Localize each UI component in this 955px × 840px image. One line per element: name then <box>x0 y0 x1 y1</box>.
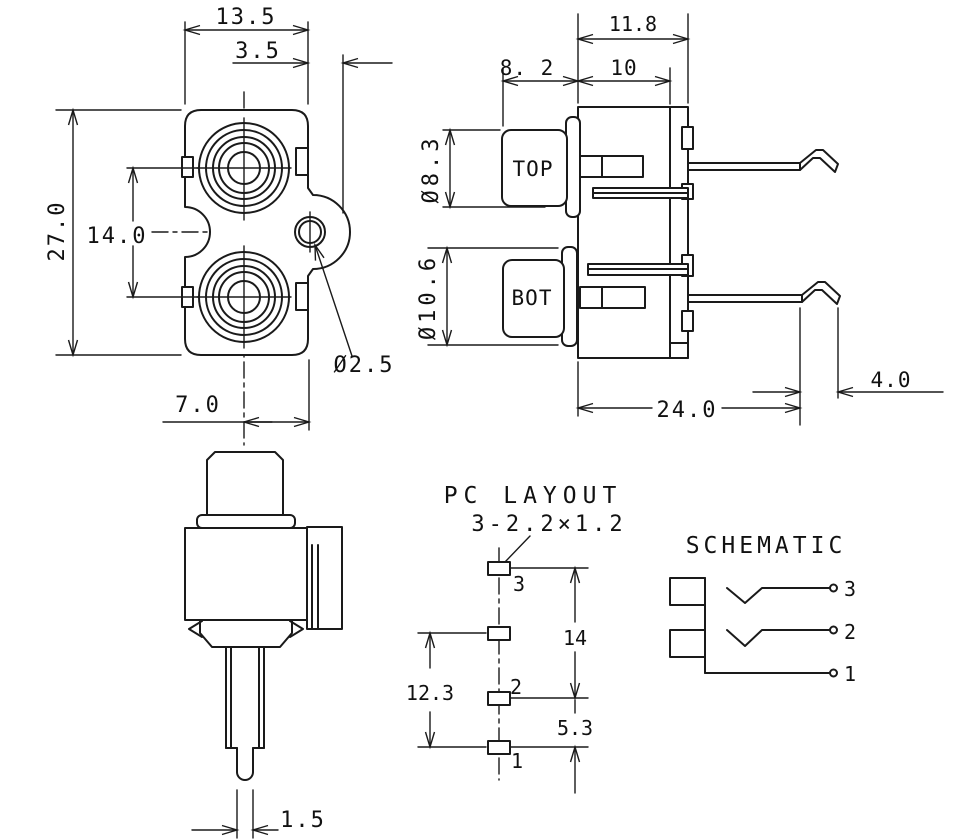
dim-pin-tip-label: 4.0 <box>871 368 912 392</box>
front-view: 13.5 3.5 27.0 14.0 7.0 Ø2.5 <box>45 5 395 446</box>
pad-3 <box>487 561 511 576</box>
mount-hole <box>294 211 326 253</box>
top-barrel-label: TOP <box>513 157 554 181</box>
pad-3-number: 3 <box>513 572 525 596</box>
side-view: TOP BOT 11.8 8. 2 10 Ø8.3 Ø10.6 24.0 <box>416 12 944 426</box>
pc-layout-hole-spec: 3-2.2×1.2 <box>471 512 626 537</box>
top-barrel <box>501 129 568 207</box>
terminal-3 <box>829 583 838 593</box>
bottom-pin <box>687 294 803 303</box>
dim-span-2-1-label: 5.3 <box>557 716 593 740</box>
pad-mid <box>487 626 511 641</box>
terminal-2-number: 2 <box>844 620 856 644</box>
tab <box>295 282 309 311</box>
dim-pin-width-label: 1.5 <box>280 808 326 833</box>
dim-span-mid-1-label: 12.3 <box>406 681 454 705</box>
internal-contact <box>579 155 644 178</box>
dim-ear-offset-label: 3.5 <box>235 39 281 64</box>
dim-barrel-length-label: 8. 2 <box>500 56 555 80</box>
schematic: SCHEMATIC 3 2 1 <box>669 533 856 686</box>
pc-layout: PC LAYOUT 3-2.2×1.2 14 12.3 5.3 3 2 1 <box>406 483 626 794</box>
body <box>184 527 308 621</box>
collar <box>196 514 296 529</box>
internal-contact <box>579 286 646 309</box>
terminal-2 <box>829 625 838 635</box>
bot-barrel-label: BOT <box>512 286 553 310</box>
terminal-1-number: 1 <box>844 662 856 686</box>
schematic-title: SCHEMATIC <box>686 533 847 559</box>
tab <box>181 156 194 178</box>
bottom-block <box>199 619 293 648</box>
dim-center-to-edge-label: 7.0 <box>175 393 221 418</box>
dim-body-depth-label: 10 <box>610 56 637 80</box>
bottom-view: 1.5 <box>184 451 343 839</box>
tab <box>295 147 309 176</box>
pad-2 <box>487 691 511 706</box>
terminal-3-number: 3 <box>844 577 856 601</box>
jack-symbol-bottom <box>669 629 706 658</box>
dim-top-od-label: Ø8.3 <box>419 135 444 204</box>
dim-height-label: 27.0 <box>45 201 70 262</box>
pad-1-number: 1 <box>511 749 523 773</box>
wire-3 <box>726 587 830 604</box>
front-body-outline <box>184 109 351 356</box>
top-pin <box>687 162 801 171</box>
bot-barrel <box>502 259 565 338</box>
dim-mount-hole-label: Ø2.5 <box>334 353 395 378</box>
corner-block <box>669 342 689 359</box>
jack-symbol-top <box>669 577 706 606</box>
tab <box>681 310 694 332</box>
dim-bot-od-label: Ø10.6 <box>416 254 441 340</box>
dim-depth-label: 11.8 <box>609 12 657 36</box>
dim-pin-span-label: 24.0 <box>657 398 718 423</box>
top-flange <box>565 116 581 218</box>
tab <box>681 126 694 150</box>
cap <box>206 451 284 516</box>
side-body <box>577 106 689 359</box>
pad-1 <box>487 740 511 755</box>
dim-span-3-2-label: 14 <box>563 626 587 650</box>
dim-width-label: 13.5 <box>216 5 277 30</box>
terminal-1 <box>829 668 838 678</box>
top-pin-kink <box>799 149 839 173</box>
bottom-pin-kink <box>801 281 841 305</box>
pad-2-number: 2 <box>510 675 522 699</box>
bottom-pin-shaft <box>225 646 265 781</box>
wire-2 <box>726 629 830 647</box>
dim-jack-spacing-label: 14.0 <box>87 224 148 249</box>
pc-layout-title: PC LAYOUT <box>444 483 623 509</box>
